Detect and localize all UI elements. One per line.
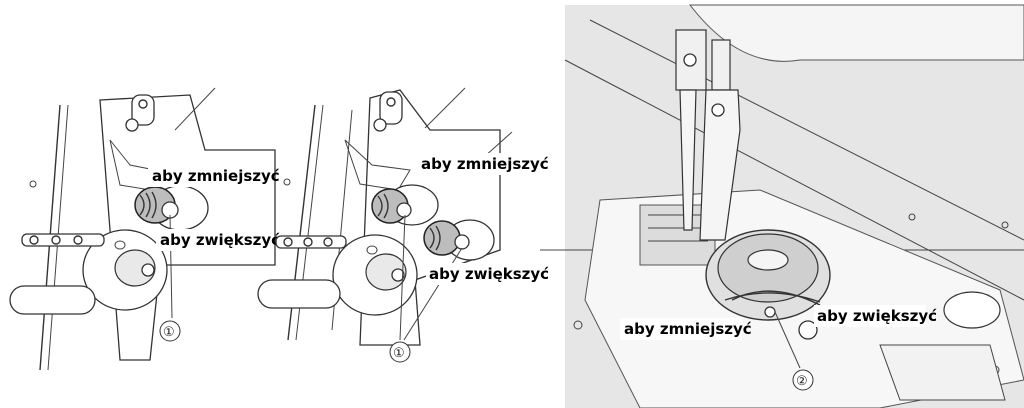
panel-2-tension-screw-2 [454,234,470,250]
panel-3-clamp-screw [683,53,697,67]
panel-3-presser-foot [699,89,741,241]
panel-3-increase-label: aby zwiększyć [817,307,937,325]
panel-2-guide-hole [386,97,396,107]
panel-1-thread-guide-wire [174,87,216,131]
panel-2-guide-bar [275,235,347,249]
panel-3-needle [679,89,697,231]
panel-3-decrease-label: aby zmniejszyć [624,320,752,338]
panel-3-bed-hole [573,320,583,330]
panel-1-marker-number: ① [163,325,175,340]
panel-2-thread-guide [379,91,403,125]
panel-2-base-slot [257,279,341,309]
panel-3-slide-plate [879,344,1006,401]
panel-2-tension-spring-1 [377,193,389,219]
panel-1-label-bg [148,165,266,187]
panel-3-label-bg [620,318,742,340]
panel-2-marker-number: ① [393,346,405,361]
panel-2-tension-nut-2 [423,220,461,256]
panel-3-bobbin-latch [747,249,789,271]
panel-1-bar-hole [73,235,83,245]
panel-1-guide-screw [125,118,139,132]
panel-1-tension-spring [139,191,157,219]
panel-2-thread-guide-wire [424,87,466,129]
panel-1-guide-bar [21,233,105,247]
panel-1-thread-tension: aby zmniejszyć aby zwiększyć ① [9,87,280,371]
panel-3-adjust-knob [798,320,818,340]
panel-3-label-bg [814,305,926,327]
panel-2-bar-hole [323,237,333,247]
panel-1-bar-hole [51,235,61,245]
panel-3-bed-round-hole [943,291,1001,329]
panel-2-tension-spring-2 [429,225,441,251]
panel-1-label-bg [156,229,268,251]
panel-2-tension-screw-1 [396,202,412,218]
panel-2-increase-label: aby zwiększyć [429,265,549,283]
panel-3-tension-screw [764,306,776,318]
panel-1-decrease-label: aby zmniejszyć [152,167,280,185]
panel-2-label-bg [426,263,538,285]
panel-3-tension-spring [724,292,821,303]
panel-2-bar-hole [303,237,313,247]
panel-1-marker-circle [159,320,181,342]
panel-2-lower-screw [391,268,405,282]
panel-2-decrease-label: aby zmniejszyć [421,155,549,173]
panel-2-label-bg [418,153,536,175]
panel-1-guide-hole [138,99,148,109]
panel-2-marker-circle [389,341,411,363]
panel-2-disc-hole [366,245,378,255]
panel-3-presser-bar [711,39,731,91]
panel-2-take-up-spring [344,139,411,191]
panel-3-marker-circle [792,369,814,391]
panel-3-bed-edge [564,59,1024,301]
panel-1-lower-screw [141,263,155,277]
panel-3-bobbin-case: aby zmniejszyć aby zwiększyć ② [540,4,1024,408]
panel-3-adjust-arc [731,290,821,306]
panel-1-base-slot [9,285,96,315]
panel-2-leader-line [399,214,406,341]
panel-1-thread-guide [131,94,155,126]
panel-3-bed-hole [908,213,916,221]
panel-1-increase-label: aby zwiększyć [160,231,280,249]
panel-2-guide-screw [373,118,387,132]
panel-1-mount-hole [29,180,37,188]
panel-2-double-tension: aby zmniejszyć aby zwiększyć ① [257,87,549,363]
panel-3-bed-edge [589,19,1024,241]
panel-1-disc-hole [114,240,126,250]
panel-3-foot-screw [711,103,725,117]
panel-1-bar-hole [29,235,39,245]
panel-3-machine-arm [688,4,1024,62]
panel-2-mount-hole [283,178,291,186]
panel-1-lower-knob [114,249,156,287]
panel-3-leader-line [774,311,801,369]
panel-2-bar-hole [283,237,293,247]
panel-3-bed-hole [1001,221,1009,229]
panel-3-marker-number: ② [796,374,808,389]
